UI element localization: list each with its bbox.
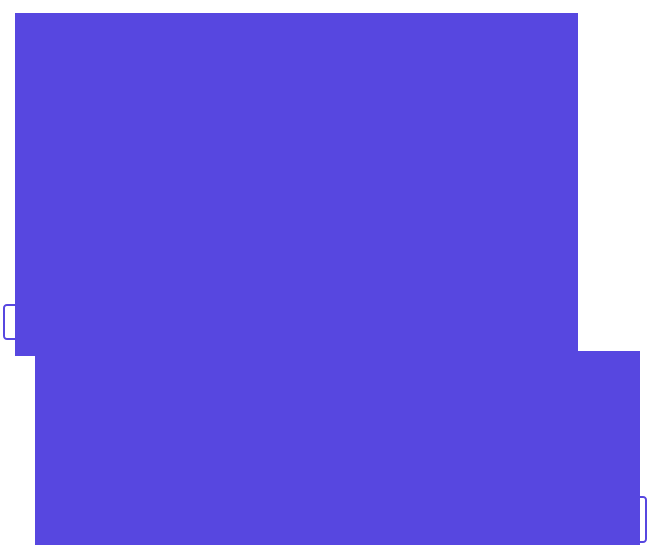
lower-panel xyxy=(35,351,640,545)
upper-panel xyxy=(15,13,578,356)
